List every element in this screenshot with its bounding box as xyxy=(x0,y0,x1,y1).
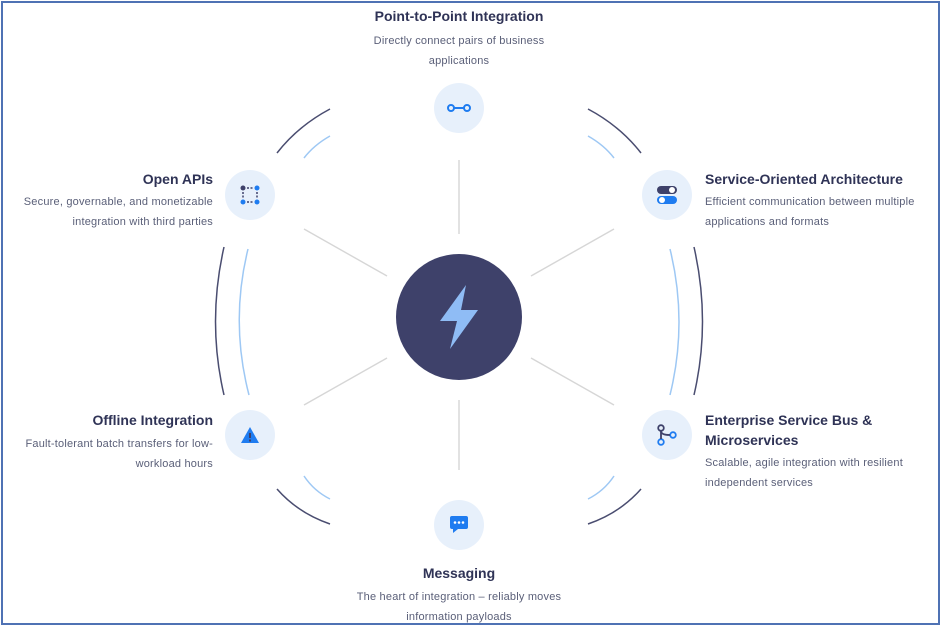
node-title-soa: Service-Oriented Architecture xyxy=(705,171,903,187)
arc-inner-top-right xyxy=(587,135,615,159)
arc-outer-top-left xyxy=(276,108,331,154)
spoke-top-left xyxy=(303,228,388,277)
node-title-point-to-point: Point-to-Point Integration xyxy=(374,8,544,24)
node-title-messaging: Messaging xyxy=(422,565,496,581)
node-desc-messaging: The heart of integration – reliably move… xyxy=(356,591,562,623)
arc-inner-left xyxy=(238,248,250,396)
lightning-bolt-icon xyxy=(440,285,478,349)
node-point-to-point[interactable] xyxy=(434,83,484,133)
api-grid-icon xyxy=(240,185,260,205)
node-desc-soa: Efficient communication between multiple… xyxy=(705,196,915,228)
node-desc-esb: Scalable, agile integration with resilie… xyxy=(705,457,903,489)
link-icon xyxy=(447,104,471,112)
node-open-apis[interactable] xyxy=(225,170,275,220)
branch-icon xyxy=(657,424,677,446)
node-desc-point-to-point: Directly connect pairs of business appli… xyxy=(373,35,545,67)
node-offline[interactable] xyxy=(225,410,275,460)
arc-outer-top-right xyxy=(587,108,642,154)
node-title-open-apis: Open APIs xyxy=(142,171,213,187)
arc-outer-bottom-left xyxy=(276,488,331,525)
node-title-offline: Offline Integration xyxy=(92,412,213,428)
node-desc-open-apis: Secure, governable, and monetizable inte… xyxy=(23,196,213,228)
spoke-bottom-left xyxy=(303,357,388,406)
node-desc-offline: Fault-tolerant batch transfers for low-w… xyxy=(25,438,213,470)
arc-outer-bottom-right xyxy=(587,488,642,525)
arc-inner-top-left xyxy=(303,135,331,159)
arc-inner-bottom-right xyxy=(587,475,615,500)
arc-outer-right xyxy=(693,246,704,396)
node-title-esb: Enterprise Service Bus & Microservices xyxy=(705,412,873,448)
arc-outer-left xyxy=(214,246,225,396)
node-soa[interactable] xyxy=(642,170,692,220)
node-esb[interactable] xyxy=(642,410,692,460)
central-hub xyxy=(396,254,522,380)
spoke-bottom-right xyxy=(530,357,615,406)
arc-inner-right xyxy=(669,248,680,396)
toggle-icon xyxy=(657,186,677,204)
chat-bubble-icon xyxy=(450,516,468,533)
warning-triangle-icon xyxy=(241,427,259,443)
arc-inner-bottom-left xyxy=(303,475,331,500)
spoke-top-right xyxy=(530,228,615,277)
node-messaging[interactable] xyxy=(434,500,484,550)
